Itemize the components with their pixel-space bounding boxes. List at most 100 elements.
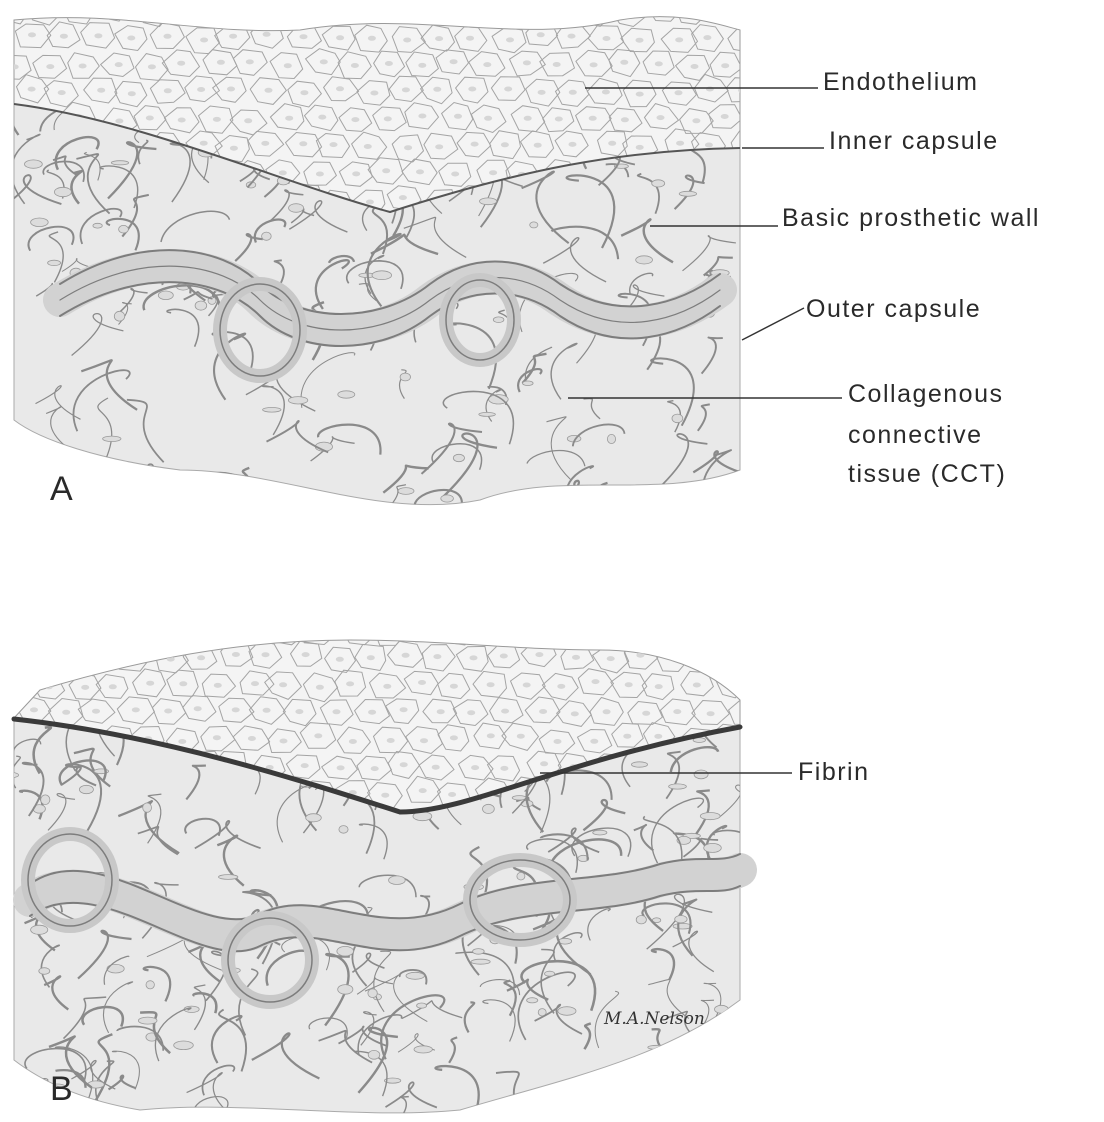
cell-nucleus xyxy=(370,91,378,96)
cell-nucleus xyxy=(280,739,288,744)
cell-nucleus xyxy=(602,90,610,95)
cell-nucleus xyxy=(489,170,497,175)
cell-nucleus xyxy=(194,706,202,711)
cell-nucleus xyxy=(251,625,259,630)
cell-nucleus xyxy=(466,36,474,41)
cell-nucleus xyxy=(93,655,101,660)
cell-nucleus xyxy=(608,141,616,146)
cell-nucleus xyxy=(384,116,392,121)
cell-nucleus xyxy=(692,118,700,123)
cell-nucleus xyxy=(128,91,136,96)
cell-nucleus xyxy=(742,36,750,41)
cell-nucleus xyxy=(146,116,154,121)
endothelial-cell xyxy=(131,618,165,643)
fibroblast xyxy=(262,232,272,240)
fibroblast xyxy=(39,968,50,975)
fibroblast xyxy=(672,414,683,423)
cell-nucleus xyxy=(659,630,667,635)
cell-nucleus xyxy=(621,117,629,122)
cell-nucleus xyxy=(336,657,344,662)
fibroblast xyxy=(337,946,354,956)
cell-nucleus xyxy=(721,114,729,119)
cell-nucleus xyxy=(703,35,711,40)
cell-nucleus xyxy=(636,38,644,43)
endothelial-cell xyxy=(540,619,571,645)
fibroblast xyxy=(652,180,665,187)
cell-nucleus xyxy=(535,652,543,657)
cell-nucleus xyxy=(148,64,156,69)
cell-nucleus xyxy=(113,628,121,633)
cell-nucleus xyxy=(351,63,359,68)
collagen-fiber xyxy=(112,497,150,531)
cell-nucleus xyxy=(500,654,508,659)
fibroblast xyxy=(700,813,720,820)
cell-nucleus xyxy=(313,630,321,635)
fibroblast xyxy=(289,204,304,213)
fibroblast xyxy=(620,511,632,520)
cell-nucleus xyxy=(706,87,714,92)
label-cct-line2: connective xyxy=(848,421,983,449)
cell-nucleus xyxy=(501,709,509,714)
endothelial-cell xyxy=(50,644,85,668)
cell-nucleus xyxy=(404,145,412,150)
cell-nucleus xyxy=(285,116,293,121)
cell-nucleus xyxy=(217,60,225,65)
cell-nucleus xyxy=(27,654,35,659)
cell-nucleus xyxy=(45,684,53,689)
cell-nucleus xyxy=(551,630,559,635)
cell-nucleus xyxy=(337,765,345,770)
cell-nucleus xyxy=(115,62,123,67)
cell-nucleus xyxy=(227,87,235,92)
cell-nucleus xyxy=(214,629,222,634)
endothelial-cell xyxy=(102,619,135,642)
cell-nucleus xyxy=(705,143,713,148)
endothelial-cell xyxy=(574,619,606,645)
cell-nucleus xyxy=(164,709,172,714)
fibroblast xyxy=(558,1007,576,1016)
cell-nucleus xyxy=(741,711,749,716)
cell-nucleus xyxy=(420,738,428,743)
fibroblast xyxy=(263,408,281,413)
endothelial-cell xyxy=(13,646,48,669)
cell-nucleus xyxy=(400,762,408,767)
collagen-fiber xyxy=(3,434,27,465)
cell-nucleus xyxy=(435,144,443,149)
fibroblast xyxy=(0,772,19,778)
fibroblast xyxy=(709,479,725,488)
endothelial-cell xyxy=(303,0,338,26)
endothelial-cell xyxy=(401,0,434,23)
cell-nucleus xyxy=(318,115,326,120)
fibroblast xyxy=(675,916,687,923)
cell-nucleus xyxy=(214,9,222,14)
cell-nucleus xyxy=(92,709,100,714)
cell-nucleus xyxy=(523,60,531,65)
cell-nucleus xyxy=(591,10,599,15)
fibroblast xyxy=(679,191,696,196)
fibroblast xyxy=(372,271,392,280)
cell-nucleus xyxy=(200,38,208,43)
cell-nucleus xyxy=(383,684,391,689)
endothelial-cell xyxy=(268,619,303,645)
cell-nucleus xyxy=(569,90,577,95)
cell-nucleus xyxy=(381,793,389,798)
cell-nucleus xyxy=(721,63,729,68)
cell-nucleus xyxy=(197,87,205,92)
cell-nucleus xyxy=(30,707,38,712)
cell-nucleus xyxy=(553,62,561,67)
cell-nucleus xyxy=(200,141,208,146)
fibroblast xyxy=(103,436,121,441)
fibroblast xyxy=(119,225,129,233)
cell-nucleus xyxy=(127,36,135,41)
cell-nucleus xyxy=(181,7,189,12)
fibroblast xyxy=(306,814,322,822)
endothelial-cell xyxy=(268,0,300,22)
cell-nucleus xyxy=(8,625,16,630)
cell-nucleus xyxy=(263,708,271,713)
collagen-fiber xyxy=(601,483,631,544)
cell-nucleus xyxy=(320,59,328,64)
cell-nucleus xyxy=(586,630,594,635)
cell-nucleus xyxy=(179,681,187,686)
cell-nucleus xyxy=(743,766,751,771)
leader-outer-capsule xyxy=(742,308,804,340)
fibroblast xyxy=(31,925,48,934)
